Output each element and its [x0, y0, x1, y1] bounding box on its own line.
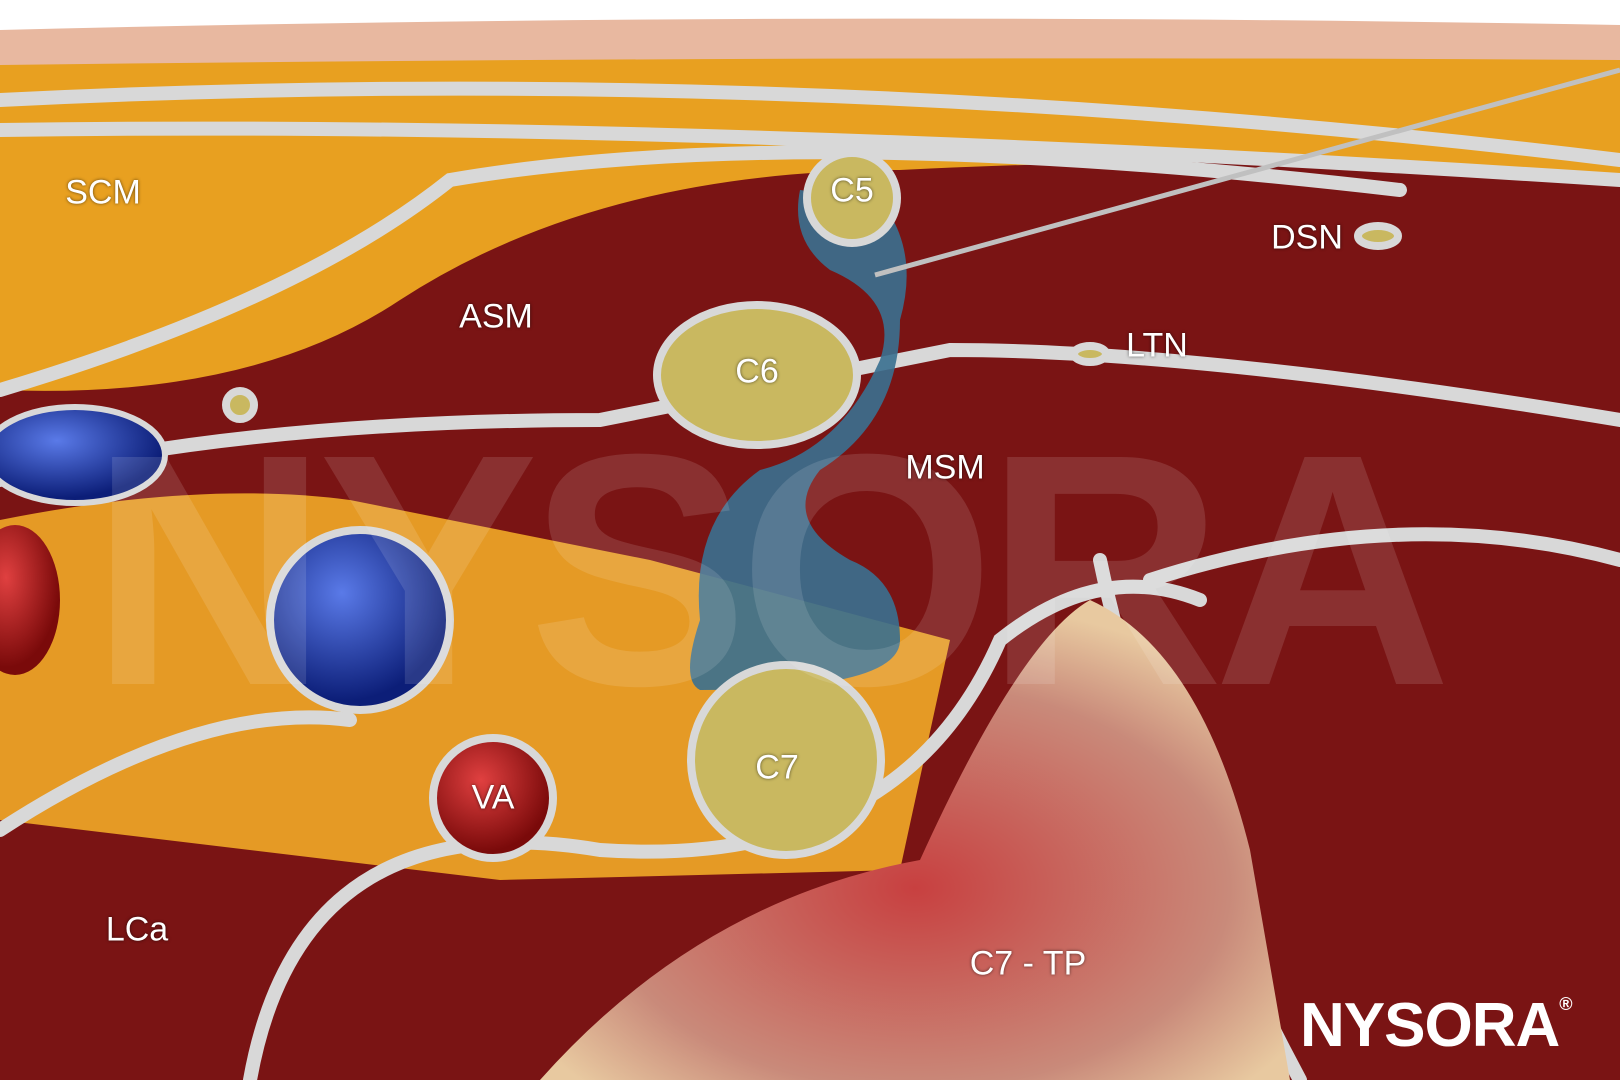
local-anesthetic-spread [690, 190, 907, 690]
carotid-artery [0, 525, 60, 675]
ltn-nerve [1070, 342, 1110, 366]
small-nerve [222, 387, 258, 423]
vertebral-artery [429, 734, 557, 862]
label-va: VA [471, 778, 515, 817]
watermark: NYSORA [90, 385, 1452, 754]
label-asm: ASM [459, 297, 533, 336]
needle [874, 67, 1620, 278]
label-dsn: DSN [1271, 218, 1343, 257]
c7-transverse-process [540, 600, 1290, 1080]
registered-mark: ® [1559, 994, 1572, 1014]
c5-root [803, 149, 901, 247]
nerve-roots [222, 149, 1402, 859]
label-c5: C5 [830, 171, 874, 210]
c6-root [653, 301, 861, 449]
logo-text: NYSORA [1300, 991, 1560, 1060]
label-lca: LCa [105, 910, 169, 949]
nysora-logo: NYSORA® [1300, 990, 1573, 1061]
jugular-vein [0, 404, 168, 506]
label-c7-tp: C7 - TP [969, 944, 1087, 983]
fat-layer [0, 58, 1620, 391]
skin-layer [0, 18, 1620, 71]
label-msm: MSM [905, 448, 985, 487]
label-c6: C6 [735, 352, 779, 391]
label-scm: SCM [65, 173, 141, 212]
label-ltn: LTN [1126, 326, 1188, 365]
label-c7: C7 [755, 748, 799, 787]
c7-root [687, 661, 885, 859]
vertebral-vein [266, 526, 454, 714]
dsn-nerve [1354, 222, 1402, 250]
